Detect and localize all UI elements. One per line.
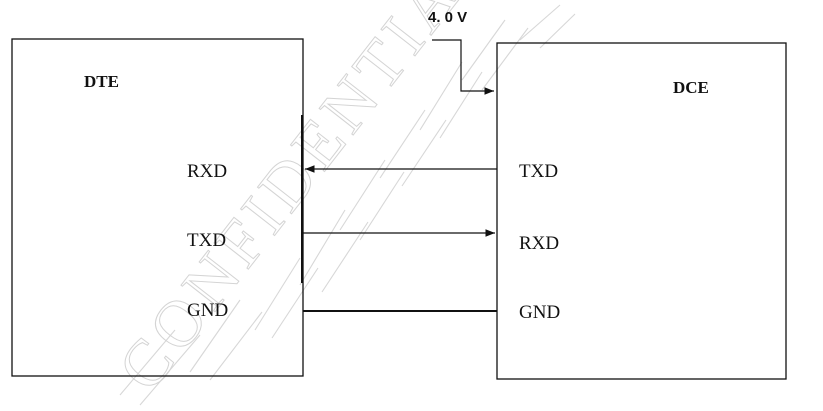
watermark-stroke — [339, 109, 447, 241]
watermark-text: CONFIDENTIAL — [104, 0, 504, 404]
watermark-stroke — [119, 299, 263, 406]
dce-title: DCE — [673, 78, 709, 97]
dte-pin-gnd-label: GND — [187, 300, 228, 321]
dce-pin-gnd-label: GND — [519, 302, 560, 323]
dte-pin-txd-label: TXD — [187, 230, 226, 251]
dte-title: DTE — [84, 72, 119, 91]
dce-pin-txd-label: TXD — [519, 161, 558, 182]
dce-pin-rxd-label: RXD — [519, 233, 559, 254]
supply-voltage-label: 4. 0 V — [428, 9, 467, 26]
watermark-stroke — [254, 209, 369, 339]
watermark: CONFIDENTIAL — [104, 0, 576, 406]
dte-pin-rxd-label: RXD — [187, 161, 227, 182]
watermark-stroke — [519, 4, 576, 49]
watermark-stroke — [419, 19, 529, 139]
dce-box — [496, 42, 787, 380]
supply-feed-line — [432, 39, 494, 95]
